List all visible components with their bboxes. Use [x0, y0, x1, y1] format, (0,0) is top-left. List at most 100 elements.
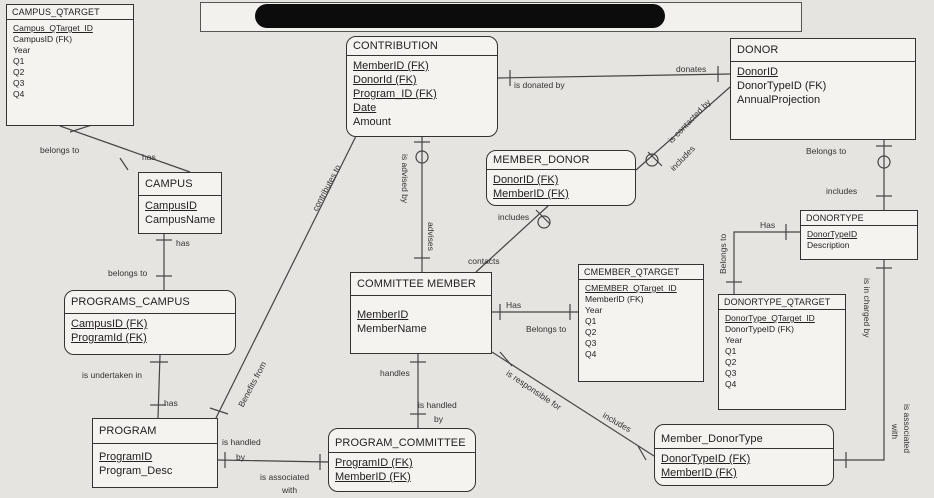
- entity-attribute: MemberID (FK): [335, 471, 411, 483]
- entity-attribute: CampusID (FK): [13, 34, 73, 44]
- entity-member-donor: MEMBER_DONOR DonorID (FK) MemberID (FK): [486, 150, 636, 206]
- rel-label: Belongs to: [718, 233, 728, 274]
- entity-title: PROGRAMS_CAMPUS: [65, 291, 235, 314]
- entity-attribute: Q3: [725, 368, 737, 378]
- entity-attribute: DonorId (FK): [353, 74, 417, 86]
- rel-committee-member-donortype: [491, 351, 655, 457]
- entity-attribute: MemberName: [357, 323, 427, 335]
- entity-attribute: CampusName: [145, 214, 216, 226]
- entity-attribute: Q4: [13, 89, 25, 99]
- rel-label: by: [236, 452, 245, 462]
- entity-attribute: Q2: [585, 327, 597, 337]
- entity-title: COMMITTEE MEMBER: [351, 273, 491, 296]
- entity-attribute: Description: [807, 240, 850, 250]
- entity-title: DONOR: [731, 39, 915, 62]
- entity-donortype: DONORTYPE DonorTypeID Description: [800, 210, 918, 260]
- entity-attribute: Q3: [585, 338, 597, 348]
- entity-title: CAMPUS: [139, 173, 221, 196]
- rel-label: is associated: [902, 404, 912, 454]
- entity-attribute: Q1: [585, 316, 597, 326]
- entity-attribute: MemberID: [357, 309, 409, 321]
- entity-attribute: DonorType_QTarget_ID: [725, 313, 815, 323]
- rel-contribution-donor: [497, 73, 731, 79]
- entity-attribute: CMEMBER_QTarget_ID: [585, 283, 677, 293]
- redacted-title: [255, 4, 665, 28]
- entity-attribute: MemberID (FK): [353, 60, 429, 72]
- entity-member-donortype: Member_DonorType DonorTypeID (FK) Member…: [654, 424, 834, 486]
- entity-title: MEMBER_DONOR: [487, 151, 635, 170]
- optional-circle: [537, 215, 551, 229]
- rel-label: is handled: [418, 400, 457, 410]
- rel-label: Has: [506, 300, 522, 310]
- entity-attribute: CampusID (FK): [71, 318, 148, 330]
- rel-label: belongs to: [40, 145, 80, 155]
- rel-label: is associated: [260, 472, 310, 482]
- entity-donor: DONOR DonorID DonorTypeID (FK) AnnualPro…: [730, 38, 916, 140]
- entity-attribute: MemberID (FK): [661, 467, 737, 479]
- entity-attribute: Q4: [725, 379, 737, 389]
- entity-title: DONORTYPE: [801, 211, 917, 226]
- rel-label: Belongs to: [526, 324, 567, 334]
- rel-member-donor-committee: [475, 205, 549, 273]
- rel-donortype-donortype-qtarget: [733, 231, 800, 294]
- entity-contribution: CONTRIBUTION MemberID (FK) DonorId (FK) …: [346, 36, 498, 137]
- rel-label: donates: [676, 64, 707, 74]
- entity-title: CMEMBER_QTARGET: [579, 265, 703, 280]
- entity-attribute: ProgramID (FK): [335, 457, 413, 469]
- entity-title: PROGRAM: [93, 419, 217, 444]
- entity-title: CONTRIBUTION: [347, 37, 497, 56]
- rel-label: has: [176, 238, 190, 248]
- entity-donortype-qtarget: DONORTYPE_QTARGET DonorType_QTarget_ID D…: [718, 294, 846, 410]
- entity-attribute: DonorID (FK): [493, 174, 559, 186]
- entity-attribute: DonorID: [737, 66, 778, 78]
- rel-label: has: [164, 398, 178, 408]
- rel-label: Has: [760, 220, 776, 230]
- entity-attribute: Year: [725, 335, 743, 345]
- entity-programs-campus: PROGRAMS_CAMPUS CampusID (FK) ProgramId …: [64, 290, 236, 355]
- entity-attribute: Q1: [725, 346, 737, 356]
- entity-attribute: Year: [13, 45, 31, 55]
- rel-label: with: [282, 485, 298, 495]
- optional-circle: [877, 155, 891, 169]
- entity-attribute: DonorTypeID: [807, 229, 858, 239]
- entity-attribute: Amount: [353, 116, 391, 128]
- rel-donortype-member-donortype: [834, 260, 885, 461]
- rel-label: advises: [426, 222, 436, 251]
- entity-attribute: Q3: [13, 78, 25, 88]
- rel-label: is donated by: [514, 80, 565, 90]
- entity-committee-member: COMMITTEE MEMBER MemberID MemberName: [350, 272, 492, 354]
- rel-label: includes: [826, 186, 858, 196]
- entity-attribute: MemberID (FK): [493, 188, 569, 200]
- entity-attribute: AnnualProjection: [737, 94, 821, 106]
- rel-member-donor-donor: [635, 79, 739, 171]
- entity-attribute: Date: [353, 102, 377, 114]
- entity-attribute: Q2: [13, 67, 25, 77]
- rel-label: handles: [380, 368, 410, 378]
- entity-attribute: Q1: [13, 56, 25, 66]
- rel-campus-qtarget-campus: [59, 125, 191, 173]
- entity-attribute: Year: [585, 305, 603, 315]
- rel-programs-campus-program: [157, 354, 161, 419]
- entity-attribute: Q2: [725, 357, 737, 367]
- entity-attribute: ProgramId (FK): [71, 332, 147, 344]
- rel-label: contacts: [468, 256, 500, 266]
- rel-label: by: [434, 414, 443, 424]
- entity-title: Member_DonorType: [655, 425, 833, 449]
- entity-attribute: MemberID (FK): [585, 294, 644, 304]
- optional-circle: [415, 150, 429, 164]
- rel-program-program-committee: [217, 459, 329, 463]
- entity-cmember-qtarget: CMEMBER_QTARGET CMEMBER_QTarget_ID Membe…: [578, 264, 704, 382]
- rel-label: with: [890, 424, 900, 440]
- entity-campus-qtarget: CAMPUS_QTARGET Campus_QTarget_ID CampusI…: [6, 4, 134, 126]
- entity-attribute: Q4: [585, 349, 597, 359]
- entity-attribute: Campus_QTarget_ID: [13, 23, 93, 33]
- rel-label: Belongs to: [806, 146, 847, 156]
- entity-attribute: ProgramID: [99, 451, 153, 463]
- rel-label: is handled: [222, 437, 261, 447]
- rel-label: includes: [498, 212, 530, 222]
- rel-label: belongs to: [108, 268, 148, 278]
- entity-campus: CAMPUS CampusID CampusName: [138, 172, 222, 234]
- crow-mark: [119, 157, 129, 171]
